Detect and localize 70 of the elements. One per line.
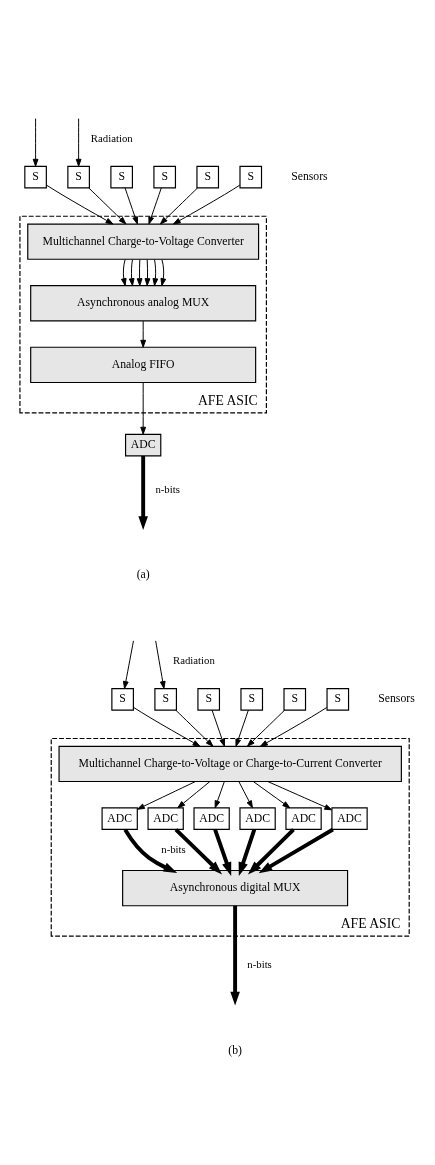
- edge-label: n-bits: [161, 842, 186, 855]
- node-box: Asynchronous digital MUX: [122, 869, 349, 907]
- arrow: [144, 259, 151, 286]
- node-box: ADC: [239, 807, 276, 831]
- node-box: S: [239, 165, 263, 189]
- arrow: [46, 184, 114, 225]
- arrow: [238, 781, 253, 809]
- node-box: ADC: [125, 433, 162, 457]
- node-box: S: [24, 165, 47, 189]
- node-box: Multichannel Charge-to-Voltage Converter: [27, 223, 260, 260]
- arrow: [213, 829, 232, 876]
- arrow: [214, 781, 225, 809]
- node-label: Sensors: [291, 170, 328, 184]
- arrow: [175, 709, 214, 747]
- node-box: S: [154, 688, 177, 711]
- node-box: ADC: [285, 807, 322, 831]
- arrow: [120, 259, 127, 286]
- node-box: ADC: [101, 807, 138, 831]
- arrow: [267, 781, 333, 811]
- node-box: Analog FIFO: [30, 346, 257, 384]
- arrow: [138, 455, 148, 530]
- arrow: [133, 706, 201, 747]
- arrow: [75, 118, 82, 167]
- node-box: S: [240, 688, 264, 711]
- arrow: [160, 259, 167, 286]
- node-box: ADC: [193, 807, 230, 831]
- node-box: Multichannel Charge-to-Voltage or Charge-to-Current Converter: [58, 745, 402, 783]
- arrow: [174, 828, 223, 875]
- arrow: [235, 709, 249, 747]
- arrow: [177, 781, 211, 809]
- node-box: S: [67, 165, 90, 189]
- node-box: Asynchronous analog MUX: [30, 285, 257, 322]
- arrow: [88, 187, 127, 225]
- node-box: S: [197, 688, 221, 711]
- node-box: ADC: [331, 807, 368, 831]
- arrow: [152, 259, 159, 286]
- arrow: [160, 187, 199, 225]
- edge-label: Radiation: [173, 653, 215, 666]
- arrow: [247, 828, 295, 875]
- edge-label: Radiation: [90, 131, 133, 144]
- arrow: [155, 640, 166, 689]
- arrow: [32, 118, 39, 167]
- arrow: [140, 320, 147, 348]
- arrow: [252, 781, 291, 809]
- node-box: S: [283, 688, 307, 711]
- arrow: [136, 781, 196, 810]
- label: (a): [136, 568, 150, 582]
- arrow: [136, 259, 143, 286]
- arrow: [260, 706, 328, 747]
- arrow: [230, 905, 240, 1006]
- arrow: [211, 709, 225, 747]
- node-box: S: [196, 165, 220, 189]
- node-box: S: [153, 165, 177, 189]
- node-box: S: [111, 688, 134, 711]
- node-label: Sensors: [378, 692, 415, 706]
- arrow: [124, 187, 138, 225]
- edge-label: n-bits: [155, 482, 180, 495]
- label: (b): [228, 1043, 242, 1057]
- node-box: S: [110, 165, 133, 189]
- arrow: [172, 184, 241, 225]
- arrow: [128, 259, 135, 286]
- arrow: [148, 187, 162, 225]
- arrow: [140, 382, 147, 435]
- node-box: S: [326, 688, 350, 711]
- arrow: [122, 640, 134, 689]
- node-box: ADC: [147, 807, 184, 831]
- arrow: [123, 828, 178, 873]
- edge-label: n-bits: [247, 958, 272, 971]
- arrow: [247, 709, 286, 747]
- arrow: [258, 827, 334, 874]
